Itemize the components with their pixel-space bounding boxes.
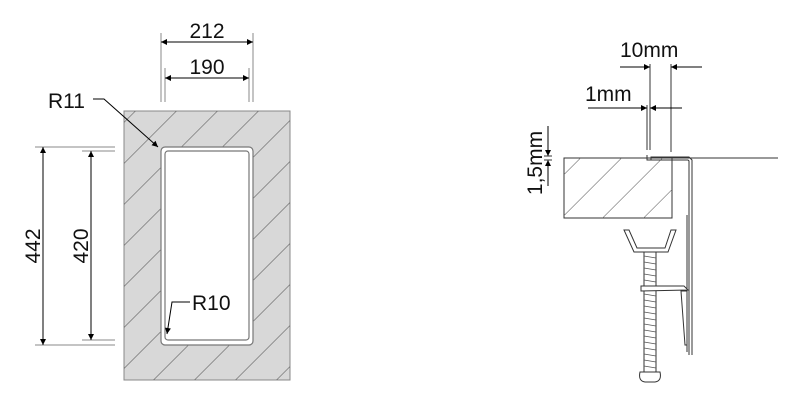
- outer-width-label: 212: [189, 20, 224, 43]
- outer-height-label: 442: [22, 228, 45, 263]
- rim-width-label: 10mm: [620, 39, 678, 62]
- inner-height-label: 420: [70, 228, 93, 263]
- mounting-clamp: [623, 229, 690, 383]
- sink-rim-profile: [646, 155, 693, 355]
- sink-inner-bowl: [164, 150, 250, 341]
- outer-radius-label: R11: [48, 90, 85, 113]
- inner-width-label: 190: [189, 56, 224, 79]
- gap-label: 1mm: [585, 83, 632, 106]
- top-view: 212 190 442 420 R11 R10: [22, 20, 291, 381]
- section-view: 10mm 1mm 1,5mm: [524, 39, 778, 383]
- inner-radius-label: R10: [192, 292, 231, 315]
- thickness-label: 1,5mm: [524, 131, 547, 195]
